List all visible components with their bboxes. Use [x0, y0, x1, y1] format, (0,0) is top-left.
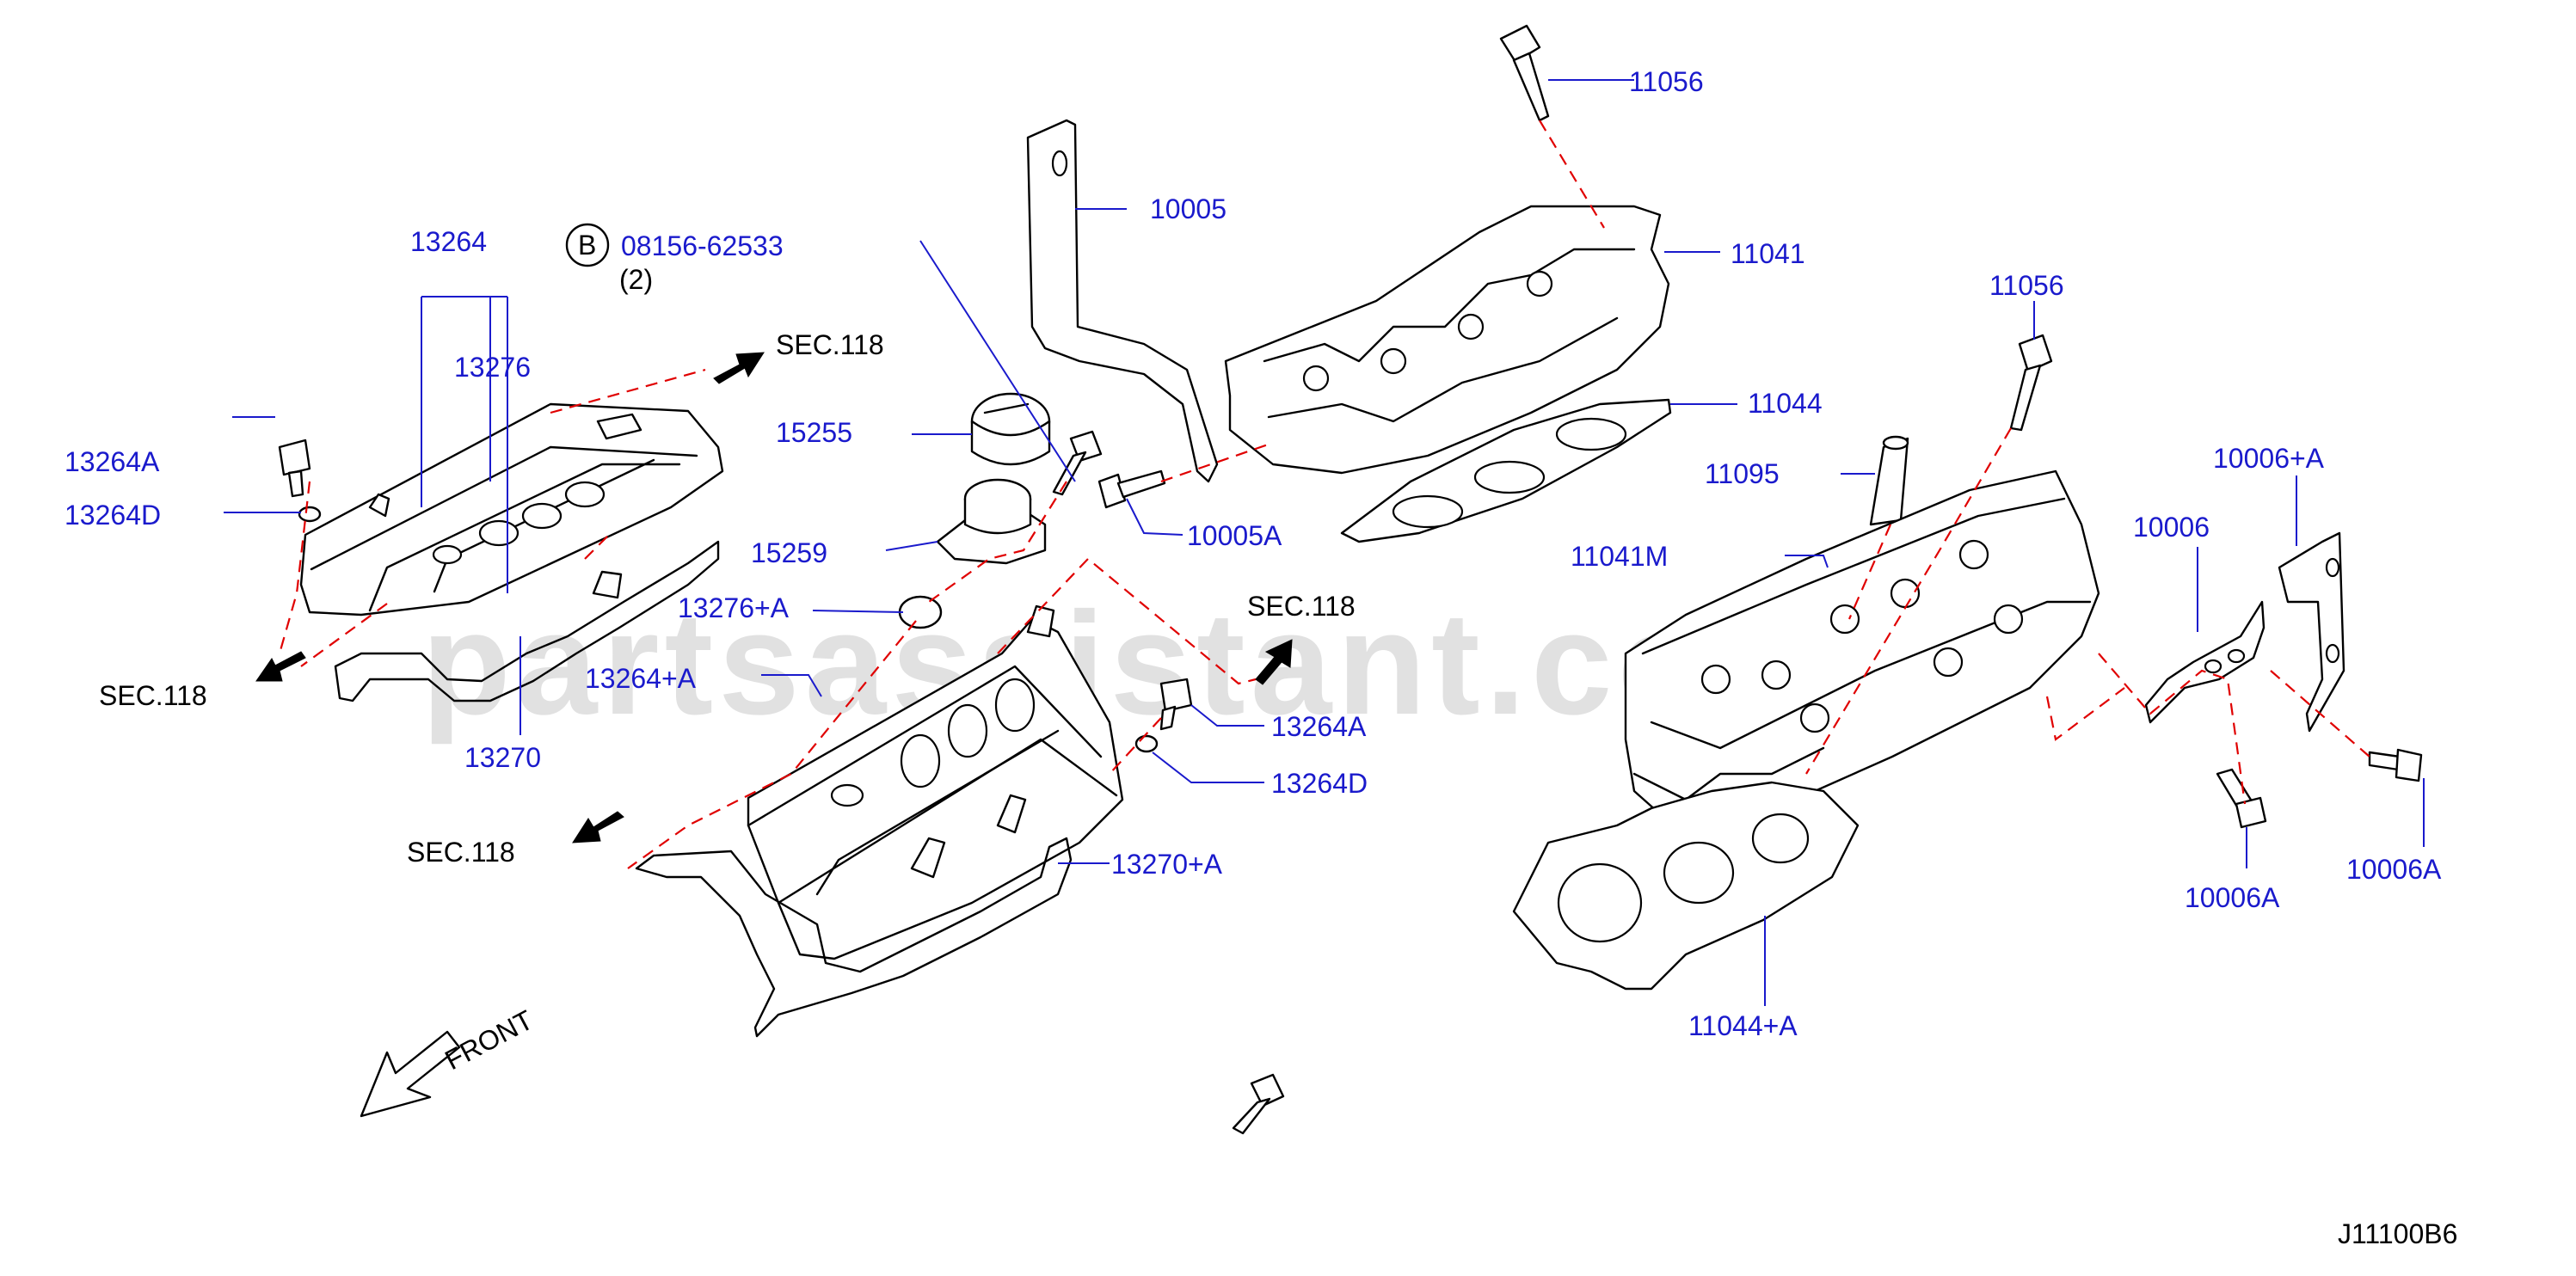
part-label[interactable]: 10006+A	[2213, 443, 2325, 474]
dashed-line	[1109, 717, 1162, 775]
part-label[interactable]: 13264	[410, 226, 487, 257]
dashed-line	[1847, 524, 1892, 620]
part-label[interactable]: 13264+A	[585, 663, 697, 694]
bolt-oil-filler[interactable]	[1052, 430, 1103, 496]
bolt-symbol-circle	[565, 223, 610, 267]
oil-filler-neck-15259[interactable]	[936, 478, 1047, 565]
cylinder-head-11041[interactable]	[1224, 205, 1670, 475]
washer-13264D-left[interactable]	[298, 506, 322, 523]
dashed-line	[2098, 653, 2247, 805]
grommet-13276A[interactable]	[898, 595, 943, 629]
head-gasket-11044[interactable]	[1340, 398, 1672, 543]
washer-13264D-right[interactable]	[1134, 734, 1159, 753]
section-ref-label[interactable]: SEC.118	[99, 680, 207, 711]
bolt-loose[interactable]	[1232, 1073, 1285, 1135]
rocker-cover-gasket-right[interactable]	[635, 837, 1073, 1038]
section-ref-label[interactable]: SEC.118	[1247, 591, 1356, 622]
part-label[interactable]: 13276	[454, 352, 531, 383]
bolt-10006A-right[interactable]	[2368, 748, 2423, 782]
part-label[interactable]: 15259	[751, 537, 827, 568]
part-label[interactable]: 13264A	[1271, 711, 1367, 742]
bracket-10005[interactable]	[1026, 119, 1219, 483]
bolt-10005A[interactable]	[1097, 469, 1166, 509]
dowel-pin-11095[interactable]	[1869, 435, 1909, 526]
part-label[interactable]: 10006	[2133, 512, 2210, 543]
dashed-line	[2270, 670, 2370, 758]
bolt-note-symbol: B	[578, 230, 596, 261]
part-label[interactable]: 11044	[1748, 388, 1823, 419]
bolt-note-quantity: (2)	[619, 264, 653, 295]
dashed-line	[2045, 687, 2125, 741]
part-label[interactable]: 13270	[464, 742, 541, 773]
part-label[interactable]: 13270+A	[1111, 849, 1223, 880]
bolt-note-part-number[interactable]: 08156-62533	[621, 230, 784, 261]
section-ref-label[interactable]: SEC.118	[776, 329, 884, 360]
part-label[interactable]: 13264A	[65, 446, 160, 477]
part-label[interactable]: 10006A	[2346, 854, 2442, 885]
dashed-line	[997, 557, 1257, 685]
dashed-line	[550, 368, 706, 414]
oil-filler-cap-15255[interactable]	[970, 392, 1051, 466]
rocker-cover-right[interactable]	[747, 604, 1124, 960]
part-label[interactable]: 11041	[1731, 238, 1805, 269]
bolt-11056-upper[interactable]	[1499, 24, 1550, 122]
part-label[interactable]: 11056	[1629, 66, 1704, 97]
rocker-cover-gasket-left[interactable]	[334, 540, 720, 702]
part-label[interactable]: 10006A	[2185, 882, 2280, 913]
arrow-icon	[255, 651, 306, 682]
part-label[interactable]: 15255	[776, 417, 852, 448]
cylinder-head-11041M[interactable]	[1624, 469, 2100, 862]
part-label[interactable]: 11041M	[1571, 541, 1668, 572]
part-label[interactable]: 13264D	[1271, 768, 1368, 799]
watermark: partsassistant.com	[421, 582, 1847, 745]
part-label[interactable]: 10005A	[1187, 520, 1282, 551]
rocker-cover-left[interactable]	[299, 402, 724, 617]
front-label: FRONT	[440, 1004, 538, 1077]
bolt-10006A-lower[interactable]	[2216, 768, 2267, 829]
dashed-line	[1805, 427, 2012, 775]
bracket-10006A[interactable]	[2278, 531, 2345, 733]
part-label[interactable]: 13276+A	[678, 592, 790, 623]
dashed-line	[584, 532, 612, 560]
head-gasket-11044A[interactable]	[1512, 781, 1860, 991]
part-label[interactable]: 11056	[1989, 270, 2064, 301]
diagram-code: J11100B6	[2338, 1218, 2457, 1249]
section-ref-label[interactable]: SEC.118	[407, 837, 515, 868]
dashed-line	[300, 603, 388, 667]
part-label[interactable]: 11044+A	[1688, 1010, 1798, 1041]
part-label[interactable]: 10005	[1150, 193, 1227, 224]
arrow-icon	[572, 811, 624, 844]
bolt-11056-lower[interactable]	[2009, 334, 2053, 432]
bolt-13264A-left[interactable]	[278, 439, 311, 498]
dashed-line	[928, 481, 1067, 603]
front-arrow-icon	[360, 1030, 461, 1118]
part-label[interactable]: 11095	[1705, 458, 1780, 489]
part-label[interactable]: 13264D	[65, 500, 161, 531]
arrow-icon	[713, 352, 765, 384]
leader-lines	[224, 79, 2425, 1006]
dashed-line	[1539, 120, 1605, 229]
bracket-10006[interactable]	[2144, 600, 2266, 724]
arrow-icon	[1255, 639, 1293, 685]
